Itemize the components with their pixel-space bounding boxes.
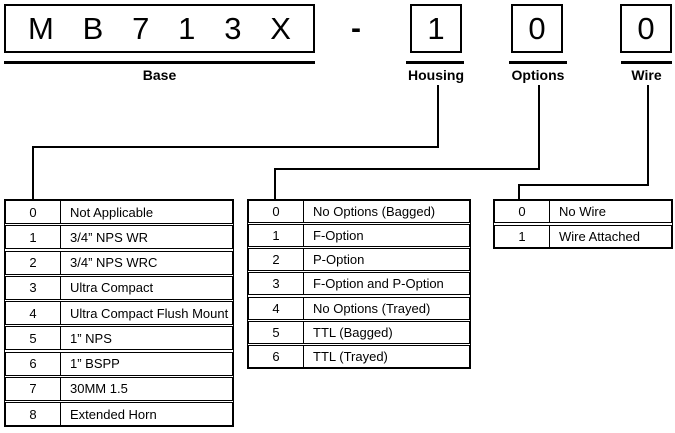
options-underline <box>509 61 567 64</box>
table-row: 1 Wire Attached <box>494 225 672 248</box>
row-code: 1 <box>249 225 304 247</box>
table-row: 2 P-Option <box>248 248 470 272</box>
base-char-6: X <box>270 11 291 46</box>
row-label: F-Option and P-Option <box>313 276 444 292</box>
row-label: 3/4” NPS WR <box>70 229 149 245</box>
base-char-4: 1 <box>178 11 196 46</box>
table-row: 2 3/4” NPS WRC <box>5 250 233 275</box>
table-row: 0 No Options (Bagged) <box>248 200 470 223</box>
row-code: 3 <box>249 273 304 295</box>
row-code: 5 <box>249 321 304 343</box>
base-label: Base <box>142 67 177 83</box>
row-label: Wire Attached <box>559 229 640 244</box>
row-code: 6 <box>6 352 61 375</box>
row-code: 1 <box>495 226 550 247</box>
table-row: 6 TTL (Trayed) <box>248 344 470 368</box>
table-row: 1 F-Option <box>248 224 470 248</box>
base-char-1: M <box>28 11 54 46</box>
row-label: 30MM 1.5 <box>70 381 128 397</box>
row-label: 1” BSPP <box>70 356 120 371</box>
row-code: 2 <box>249 249 304 271</box>
options-values-table: 0 No Options (Bagged) 1 F-Option 2 P-Opt… <box>247 199 471 369</box>
row-code: 8 <box>6 403 61 425</box>
wire-digit-box: 0 <box>620 4 672 53</box>
base-code-box: M B 7 1 3 X <box>4 4 315 53</box>
housing-label: Housing <box>408 67 464 83</box>
row-label: 1” NPS <box>70 330 112 346</box>
base-char-5: 3 <box>224 11 242 46</box>
base-char-2: B <box>82 11 104 46</box>
table-row: 8 Extended Horn <box>5 402 233 426</box>
row-code: 4 <box>249 297 304 319</box>
row-code: 3 <box>6 276 61 299</box>
housing-values-table: 0 Not Applicable 1 3/4” NPS WR 2 3/4” NP… <box>4 199 234 427</box>
row-label: Ultra Compact <box>70 280 154 296</box>
table-row: 3 F-Option and P-Option <box>248 272 470 296</box>
row-code: 5 <box>6 327 61 350</box>
base-underline <box>4 61 315 64</box>
table-row: 4 Ultra Compact Flush Mount <box>5 301 233 325</box>
options-label: Options <box>511 67 565 83</box>
row-code: 0 <box>495 201 550 222</box>
wire-label: Wire <box>631 67 662 83</box>
table-row: 0 Not Applicable <box>5 200 233 224</box>
row-label: TTL (Trayed) <box>313 348 388 364</box>
row-code: 1 <box>6 226 61 249</box>
row-label: Extended Horn <box>70 406 157 422</box>
row-code: 0 <box>249 201 304 222</box>
separator-dash: - <box>351 11 361 45</box>
row-code: 2 <box>6 251 61 274</box>
table-row: 6 1” BSPP <box>5 351 233 376</box>
table-row: 0 No Wire <box>494 200 672 223</box>
table-row: 5 1” NPS <box>5 326 233 351</box>
row-label: F-Option <box>313 228 364 244</box>
row-label: Not Applicable <box>70 204 154 220</box>
wire-values-table: 0 No Wire 1 Wire Attached <box>493 199 673 249</box>
table-row: 3 Ultra Compact <box>5 275 233 300</box>
housing-underline <box>406 61 464 64</box>
row-code: 0 <box>6 201 61 223</box>
table-row: 4 No Options (Trayed) <box>248 296 470 320</box>
table-row: 7 30MM 1.5 <box>5 376 233 401</box>
housing-connector-line <box>32 85 439 200</box>
housing-digit: 1 <box>427 11 445 46</box>
wire-underline <box>621 61 672 64</box>
row-code: 4 <box>6 302 61 324</box>
options-digit-box: 0 <box>511 4 563 53</box>
row-label: No Wire <box>559 204 606 219</box>
base-char-3: 7 <box>132 11 150 46</box>
row-code: 6 <box>249 345 304 367</box>
wire-connector-line <box>518 85 649 200</box>
row-label: TTL (Bagged) <box>313 324 393 340</box>
housing-digit-box: 1 <box>410 4 462 53</box>
row-label: 3/4” NPS WRC <box>70 255 158 270</box>
options-digit: 0 <box>528 11 546 46</box>
row-label: P-Option <box>313 252 365 268</box>
row-label: No Options (Trayed) <box>313 300 431 316</box>
table-row: 5 TTL (Bagged) <box>248 320 470 344</box>
options-connector-line <box>274 85 540 200</box>
table-row: 1 3/4” NPS WR <box>5 225 233 250</box>
row-code: 7 <box>6 377 61 400</box>
row-label: No Options (Bagged) <box>313 204 436 219</box>
wire-digit: 0 <box>637 11 655 46</box>
row-label: Ultra Compact Flush Mount <box>70 305 229 321</box>
